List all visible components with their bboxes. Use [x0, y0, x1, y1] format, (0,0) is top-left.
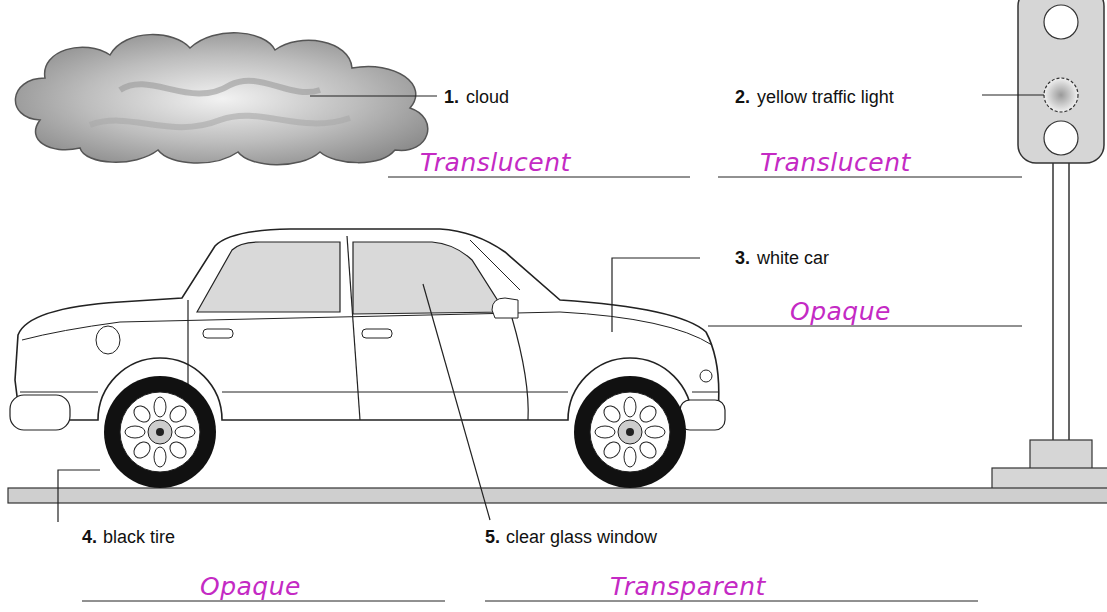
- traffic-light-base: [992, 468, 1107, 490]
- traffic-light-housing: [1018, 0, 1104, 163]
- road: [8, 488, 1107, 503]
- part-name: black tire: [103, 528, 175, 546]
- answer-line: [708, 326, 1022, 327]
- answer-text: Translucent: [420, 150, 571, 175]
- callout-number: 3.: [735, 249, 750, 267]
- tire: [574, 376, 686, 488]
- cloud-swirl: [120, 81, 320, 94]
- answer-line: [388, 177, 690, 178]
- callout-number: 5.: [485, 528, 500, 546]
- part-name: yellow traffic light: [757, 88, 894, 106]
- bumper: [10, 395, 70, 430]
- traffic-lamp: [1044, 5, 1078, 39]
- window: [197, 242, 340, 312]
- answer-line: [485, 601, 978, 602]
- tail-light: [96, 326, 120, 354]
- part-name: clear glass window: [506, 528, 657, 546]
- answer-text: Opaque: [790, 299, 891, 324]
- part-name: cloud: [466, 88, 509, 106]
- traffic-lamp: [1044, 121, 1078, 155]
- cloud-shape: [15, 33, 427, 165]
- window-trim: [470, 240, 520, 290]
- answer-line: [82, 601, 445, 602]
- traffic-light-pole: [1053, 160, 1069, 450]
- door-handle: [362, 329, 392, 338]
- leader-line: [423, 284, 490, 520]
- door-line: [512, 318, 528, 420]
- leader-line: [612, 258, 700, 332]
- traffic-light-base: [1030, 440, 1092, 470]
- head-light: [700, 370, 712, 382]
- answer-line: [718, 177, 1022, 178]
- leader-line: [58, 470, 100, 522]
- part-name: white car: [757, 249, 829, 267]
- traffic-lamp: [1044, 78, 1078, 112]
- door-handle: [203, 329, 233, 338]
- answer-text: Transparent: [610, 574, 766, 599]
- answer-text: Translucent: [760, 150, 911, 175]
- tire: [104, 376, 216, 488]
- side-mirror: [492, 298, 518, 318]
- door-line: [347, 236, 360, 420]
- callout-number: 2.: [735, 88, 750, 106]
- answer-text: Opaque: [200, 574, 301, 599]
- callout-number: 4.: [82, 528, 97, 546]
- leader-line: [310, 95, 437, 96]
- callout-number: 1.: [444, 88, 459, 106]
- car-trim: [22, 312, 712, 345]
- bumper: [680, 400, 725, 430]
- cloud-swirl: [90, 116, 350, 127]
- leader-line: [982, 94, 1044, 95]
